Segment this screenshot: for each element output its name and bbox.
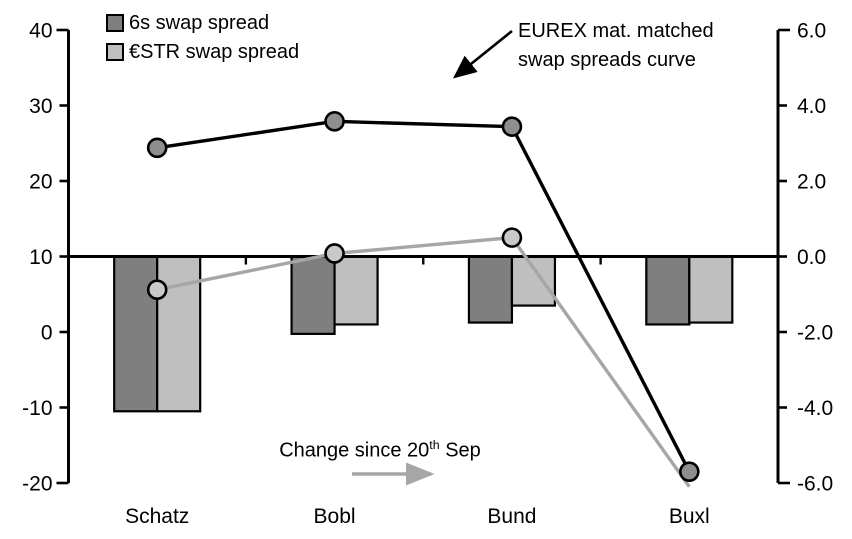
- legend-item-6s: 6s swap spread: [106, 13, 299, 33]
- legend-item-estr: €STR swap spread: [106, 42, 299, 62]
- legend-swatch-6s-icon: [106, 14, 124, 32]
- category-label: Bobl: [314, 505, 356, 528]
- right-axis-tick-label: -2.0: [797, 322, 833, 345]
- category-label: Bund: [487, 505, 536, 528]
- eurex-arrow: [452, 29, 513, 79]
- bar: [113, 255, 159, 413]
- right-axis-tick-label: 0.0: [797, 246, 826, 269]
- annotation-change-suffix: Sep: [439, 439, 481, 462]
- data-point-marker: [501, 227, 523, 248]
- legend-label-6s: 6s swap spread: [129, 12, 270, 34]
- left-axis-tick-label: 30: [29, 95, 52, 118]
- category-label: Buxl: [669, 505, 710, 528]
- data-point-marker: [324, 243, 345, 264]
- bar: [290, 255, 336, 335]
- bar: [467, 255, 514, 324]
- bar: [156, 255, 202, 413]
- line-series-group: [146, 111, 700, 488]
- right-axis-tick-label: 6.0: [797, 20, 826, 43]
- left-axis-tick-label: 0: [41, 322, 53, 345]
- annotation-eurex-line1: EUREX mat. matched: [518, 20, 714, 42]
- data-point-marker: [501, 116, 523, 137]
- annotation-change-since: Change since 20th Sep: [270, 438, 490, 463]
- left-axis-tick-label: 20: [29, 171, 52, 194]
- annotation-arrows: [352, 29, 513, 486]
- data-point-marker: [679, 461, 700, 482]
- category-label: Schatz: [125, 505, 189, 528]
- bar: [645, 255, 691, 326]
- left-axis-tick-label: -20: [22, 473, 52, 496]
- annotation-eurex-line2: swap spreads curve: [518, 49, 696, 71]
- right-axis-tick-label: -6.0: [797, 473, 833, 496]
- left-axis-tick-label: 10: [29, 246, 52, 269]
- right-axis-tick-label: 2.0: [797, 171, 826, 194]
- bar: [333, 255, 379, 326]
- data-point-marker: [146, 279, 168, 301]
- legend-swatch-estr-icon: [106, 43, 124, 61]
- annotation-eurex: EUREX mat. matched swap spreads curve: [518, 17, 714, 75]
- left-axis-tick-label: 40: [29, 20, 52, 43]
- left-axis-tick-label: -10: [22, 397, 52, 420]
- series-line: [156, 119, 691, 473]
- legend-label-estr: €STR swap spread: [129, 41, 300, 63]
- series-line: [156, 235, 691, 488]
- right-axis-tick-label: -4.0: [797, 397, 833, 420]
- axes-group: 403020100-10-206.04.02.00.0-2.0-4.0-6.0S…: [22, 20, 833, 528]
- legend: 6s swap spread €STR swap spread: [106, 13, 299, 71]
- annotation-change-prefix: Change since 20: [279, 439, 430, 462]
- right-axis-tick-label: 4.0: [797, 95, 826, 118]
- annotation-change-ordinal: th: [429, 438, 440, 452]
- data-point-marker: [146, 137, 168, 159]
- data-point-marker: [324, 111, 345, 132]
- bar: [510, 255, 557, 307]
- bar: [688, 255, 734, 324]
